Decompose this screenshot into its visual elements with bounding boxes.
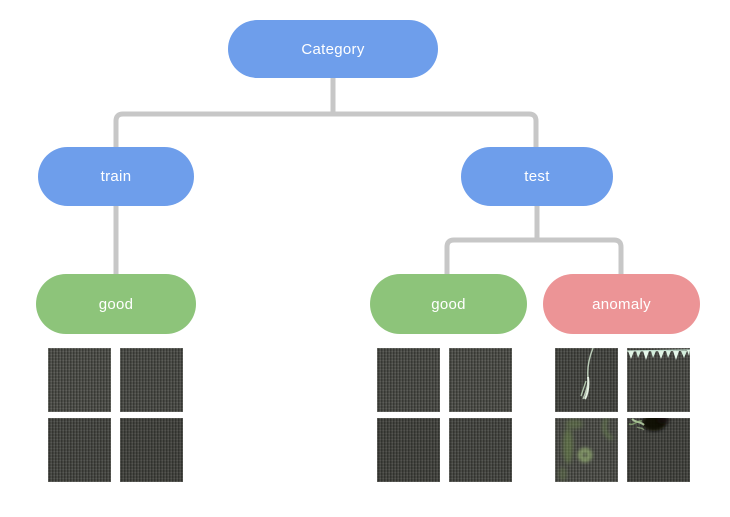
thread-defect-sample-image [555, 348, 618, 412]
thread-defect-icon [580, 348, 594, 400]
node-test-label: test [524, 168, 550, 185]
normal-fabric-sample-image [377, 418, 440, 482]
normal-fabric-sample-image [449, 418, 512, 482]
node-test: test [461, 147, 613, 206]
node-category-label: Category [301, 40, 365, 58]
connector-category-children [113, 111, 539, 150]
node-train-label: train [100, 168, 132, 185]
test-anomaly-sample-grid [555, 348, 690, 482]
normal-fabric-sample-image [449, 348, 512, 412]
cut-stitch-defect-icon [627, 349, 690, 360]
normal-fabric-sample-image [48, 348, 111, 412]
node-test-good: good [370, 274, 527, 334]
node-test-good-label: good [431, 295, 466, 313]
node-train-good-label: good [98, 295, 134, 313]
node-test-anomaly-label: anomaly [592, 295, 651, 313]
normal-fabric-sample-image [120, 348, 183, 412]
hole-defect-sample-image [627, 418, 690, 482]
node-category: Category [228, 20, 438, 78]
cut-stitch-defect-sample-image [627, 348, 690, 412]
normal-fabric-sample-image [48, 418, 111, 482]
node-train: train [38, 147, 194, 206]
normal-fabric-sample-image [377, 348, 440, 412]
stain-defect-icon [559, 418, 613, 481]
normal-fabric-sample-image [120, 418, 183, 482]
node-train-good: good [36, 274, 196, 334]
train-good-sample-grid [48, 348, 183, 482]
node-test-anomaly: anomaly [543, 274, 700, 334]
stain-defect-sample-image [555, 418, 618, 482]
hole-defect-icon [628, 418, 669, 431]
connector-test-children [444, 237, 624, 277]
test-good-sample-grid [377, 348, 512, 482]
